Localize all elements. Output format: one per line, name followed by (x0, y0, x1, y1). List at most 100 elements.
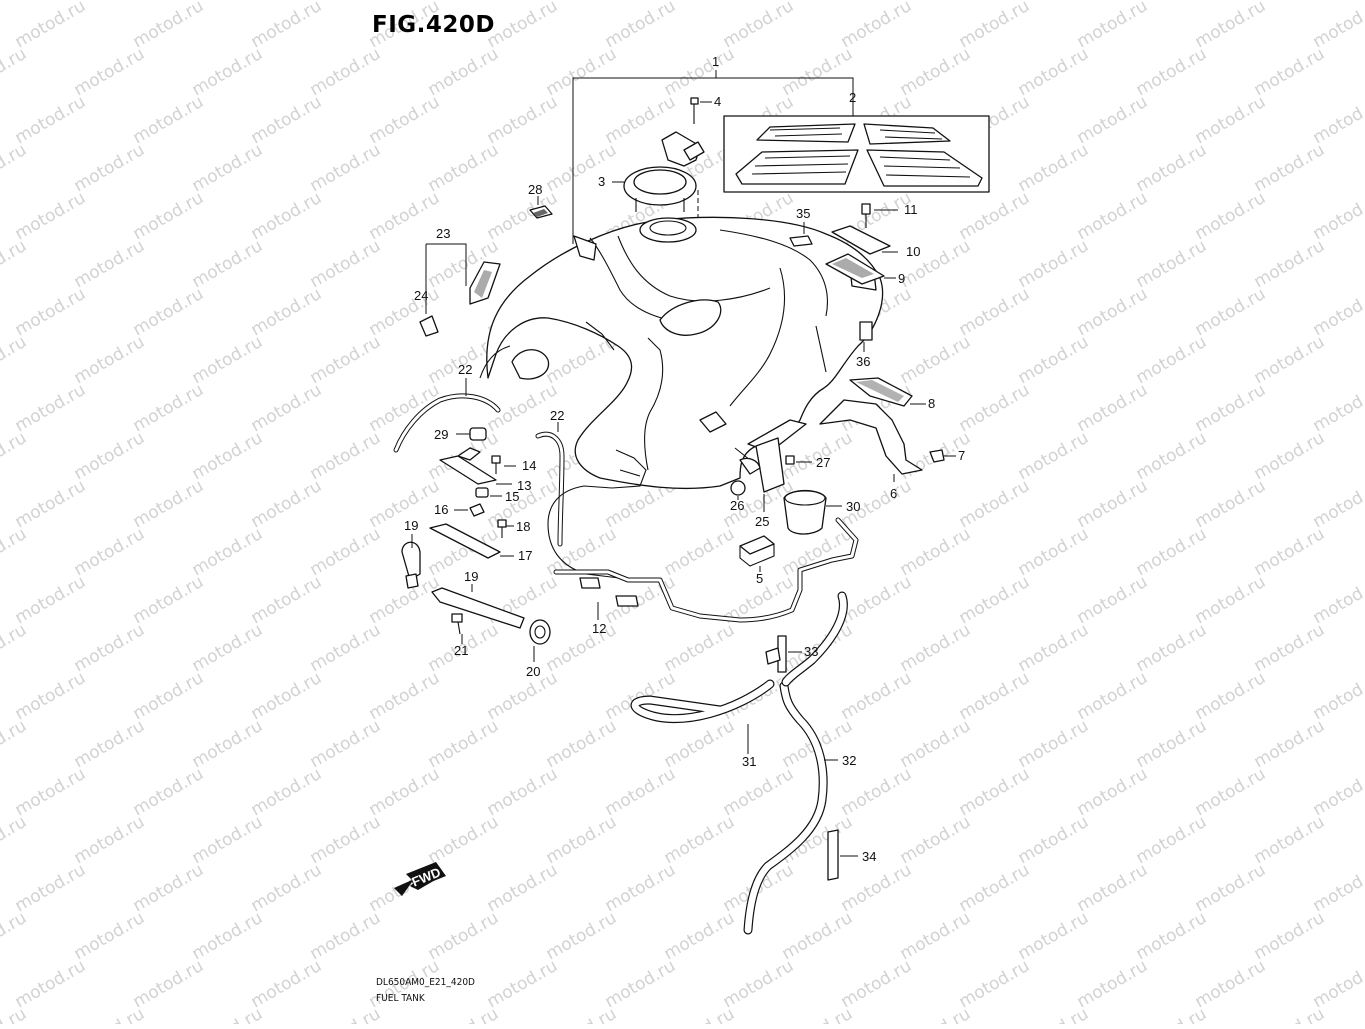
watermark-text: motod.ru (1251, 812, 1329, 868)
watermark-text: motod.ru (1074, 284, 1152, 340)
watermark-text: motod.ru (838, 860, 916, 916)
watermark-text: motod.ru (189, 332, 267, 388)
watermark-text: motod.ru (956, 860, 1034, 916)
watermark-text: motod.ru (779, 908, 857, 964)
callout-10: 10 (906, 244, 920, 259)
watermark-text: motod.ru (0, 236, 30, 292)
watermark-text: motod.ru (12, 860, 90, 916)
watermark-text: motod.ru (1074, 476, 1152, 532)
callout-11: 11 (904, 202, 918, 217)
watermark-text: motod.ru (543, 44, 621, 100)
watermark-text: motod.ru (1074, 668, 1152, 724)
watermark-text: motod.ru (779, 1004, 857, 1024)
callout-18: 18 (516, 519, 530, 534)
watermark-text: motod.ru (543, 908, 621, 964)
watermark-text: motod.ru (0, 524, 30, 580)
watermark-text: motod.ru (248, 956, 326, 1012)
watermark-text: motod.ru (897, 908, 975, 964)
watermark-text: motod.ru (956, 668, 1034, 724)
watermark-text: motod.ru (1192, 956, 1270, 1012)
watermark-text: motod.ru (1251, 44, 1329, 100)
watermark-text: motod.ru (956, 764, 1034, 820)
watermark-text: motod.ru (1192, 188, 1270, 244)
watermark-text: motod.ru (720, 0, 798, 52)
watermark-text: motod.ru (71, 716, 149, 772)
watermark-text: motod.ru (1015, 236, 1093, 292)
watermark-text: motod.ru (1133, 236, 1211, 292)
watermark-text: motod.ru (1192, 668, 1270, 724)
watermark-text: motod.ru (248, 764, 326, 820)
watermark-text: motod.ru (130, 380, 208, 436)
watermark-text: motod.ru (307, 620, 385, 676)
callout-19b: 19 (464, 569, 478, 584)
watermark-text: motod.ru (248, 476, 326, 532)
watermark-text: motod.ru (71, 1004, 149, 1024)
watermark-text: motod.ru (1015, 716, 1093, 772)
watermark-text: motod.ru (1074, 380, 1152, 436)
watermark-text: motod.ru (0, 428, 30, 484)
watermark-text: motod.ru (12, 668, 90, 724)
watermark-text: motod.ru (189, 236, 267, 292)
watermark-text: motod.ru (1251, 332, 1329, 388)
watermark-text: motod.ru (1251, 428, 1329, 484)
watermark-text: motod.ru (661, 1004, 739, 1024)
watermark-text: motod.ru (1192, 572, 1270, 628)
callout-22a: 22 (458, 362, 472, 377)
watermark-text: motod.ru (366, 92, 444, 148)
watermark-text: motod.ru (425, 1004, 503, 1024)
watermark-text: motod.ru (130, 860, 208, 916)
watermark-text: motod.ru (838, 764, 916, 820)
watermark-text: motod.ru (12, 0, 90, 52)
watermark-text: motod.ru (1192, 0, 1270, 52)
watermark-text: motod.ru (12, 188, 90, 244)
watermark-text: motod.ru (543, 140, 621, 196)
watermark-text: motod.ru (838, 0, 916, 52)
footer-name: FUEL TANK (376, 993, 425, 1004)
watermark-text: motod.ru (12, 476, 90, 532)
watermark-text: motod.ru (189, 620, 267, 676)
watermark-text: motod.ru (838, 956, 916, 1012)
watermark-text: motod.ru (12, 284, 90, 340)
watermark-text: motod.ru (484, 0, 562, 52)
watermark-text: motod.ru (307, 716, 385, 772)
watermark-text: motod.ru (661, 908, 739, 964)
watermark-text: motod.ru (1015, 908, 1093, 964)
callout-16: 16 (434, 502, 448, 517)
watermark-text: motod.ru (130, 188, 208, 244)
watermark-text: motod.ru (307, 44, 385, 100)
watermark-text: motod.ru (0, 0, 30, 4)
watermark-text: motod.ru (248, 668, 326, 724)
watermark-text: motod.ru (71, 908, 149, 964)
watermark-text: motod.ru (425, 908, 503, 964)
watermark-text: motod.ru (484, 92, 562, 148)
watermark-text: motod.ru (1251, 716, 1329, 772)
watermark-text: motod.ru (956, 956, 1034, 1012)
watermark-text: motod.ru (1133, 1004, 1211, 1024)
watermark-text: motod.ru (130, 956, 208, 1012)
watermark-text: motod.ru (12, 764, 90, 820)
callout-17: 17 (518, 548, 532, 563)
callout-5: 5 (756, 571, 763, 586)
watermark-text: motod.ru (1015, 812, 1093, 868)
watermark-text: motod.ru (1192, 764, 1270, 820)
watermark-text: motod.ru (1015, 620, 1093, 676)
watermark-text: motod.ru (189, 812, 267, 868)
watermark-text: motod.ru (602, 764, 680, 820)
watermark-text: motod.ru (1015, 428, 1093, 484)
watermark-text: motod.ru (1015, 1004, 1093, 1024)
watermark-text: motod.ru (425, 44, 503, 100)
watermark-text: motod.ru (1133, 716, 1211, 772)
watermark-text: motod.ru (543, 1004, 621, 1024)
watermark-text: motod.ru (543, 716, 621, 772)
figure-title: FIG.420D (372, 12, 495, 38)
watermark-text: motod.ru (543, 812, 621, 868)
bolt-part-4 (691, 98, 712, 124)
watermark-text: motod.ru (307, 812, 385, 868)
callout-26: 26 (730, 498, 744, 513)
watermark-text: motod.ru (248, 284, 326, 340)
callout-27: 27 (816, 455, 830, 470)
callout-34: 34 (862, 849, 876, 864)
watermark-text: motod.ru (1192, 92, 1270, 148)
watermark-text: motod.ru (71, 44, 149, 100)
watermark-text: motod.ru (71, 236, 149, 292)
